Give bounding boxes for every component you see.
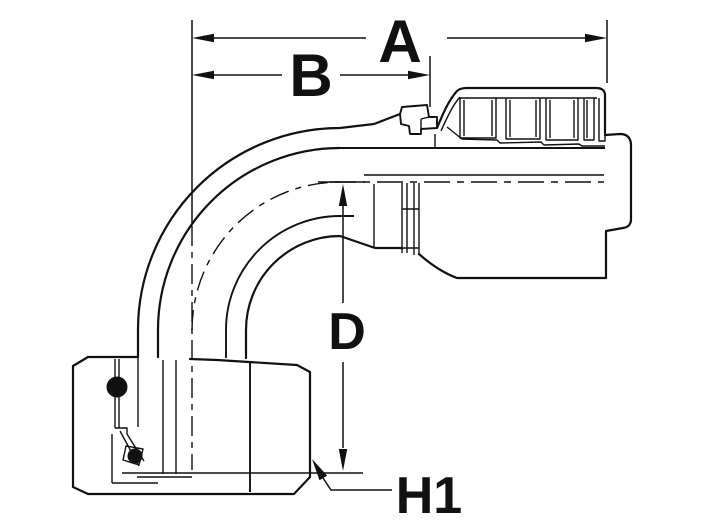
hose-compression-line [446, 126, 605, 147]
arrowhead [338, 184, 348, 206]
dimension-h1: H1 [312, 459, 462, 525]
nut-section-detail [111, 357, 192, 484]
dimensions: A B D H1 [122, 8, 608, 525]
dimension-d-label: D [328, 303, 366, 361]
dimension-b-label: B [289, 42, 332, 109]
ferrule-top-edge [455, 86, 607, 135]
dimension-h1-label: H1 [396, 467, 462, 525]
arrowhead [192, 33, 214, 43]
locking-tab [399, 104, 438, 135]
tooth [598, 98, 606, 142]
dimension-a-label: A [378, 8, 421, 75]
dimension-b: B [192, 42, 430, 109]
shell-left-slope-outer [435, 89, 459, 130]
tooth [459, 98, 497, 139]
shell-left-slope-inner [440, 96, 461, 132]
tooth [583, 98, 595, 141]
elbow-inner-bend-wall [244, 234, 404, 360]
elbow-wall-inner-line [156, 146, 342, 359]
centerline-bend-arc [191, 181, 341, 331]
dimension-d: D [328, 184, 366, 471]
nut-outline [71, 355, 312, 496]
tab-inner-line [420, 116, 430, 129]
crimp-shell [340, 86, 633, 280]
arrowhead [312, 459, 328, 481]
h1-leader-line [322, 477, 392, 491]
elbow-bore-inner-line [225, 215, 354, 358]
tooth [505, 98, 541, 140]
o-ring-small [127, 448, 143, 464]
elbow-body [136, 112, 404, 360]
tooth [545, 98, 579, 141]
o-ring-large [106, 376, 128, 398]
elbow-outer-wall [136, 112, 402, 359]
serrated-ferrule [446, 98, 606, 147]
arrowhead [585, 33, 607, 43]
arrowhead [408, 70, 430, 80]
swivel-nut [71, 355, 312, 496]
shell-bottom-outline [417, 252, 608, 280]
arrowhead [338, 449, 348, 471]
shell-right-collar [603, 132, 633, 280]
centerlines [191, 181, 604, 470]
spring-guard-collar [401, 183, 420, 255]
dimension-a: A [192, 8, 607, 75]
arrowhead [192, 70, 214, 80]
